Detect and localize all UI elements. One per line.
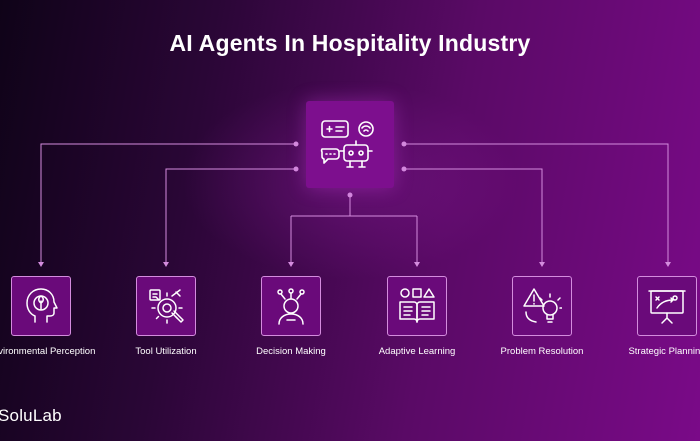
arrowhead xyxy=(38,262,44,267)
node-strategic-planning xyxy=(637,276,697,336)
connector-dot xyxy=(401,166,407,172)
arrowhead xyxy=(665,262,671,267)
diagram-title: AI Agents In Hospitality Industry xyxy=(169,30,531,56)
arrowhead xyxy=(288,262,294,267)
open-book-shapes-icon xyxy=(399,288,435,323)
node-tool-utilization xyxy=(136,276,196,336)
arrowhead xyxy=(163,262,169,267)
arrowhead xyxy=(539,262,545,267)
arrowhead xyxy=(414,262,420,267)
node-label-environmental-perception: Environmental Perception xyxy=(0,346,96,357)
connector-problem-resolution xyxy=(404,168,543,262)
gear-wrench-icon xyxy=(149,289,184,324)
strategy-board-icon xyxy=(648,290,686,324)
ai-robot-chat-icon xyxy=(320,120,374,168)
node-label-decision-making: Decision Making xyxy=(256,346,326,357)
connector-dot xyxy=(293,141,299,147)
hub-box xyxy=(306,101,394,188)
node-label-tool-utilization: Tool Utilization xyxy=(135,346,197,357)
node-decision-making xyxy=(261,276,321,336)
connector-dot xyxy=(347,192,353,198)
brand-logo-text: SoluLab xyxy=(0,406,62,425)
node-adaptive-learning xyxy=(387,276,447,336)
node-environmental-perception xyxy=(11,276,71,336)
node-label-problem-resolution: Problem Resolution xyxy=(500,346,584,357)
person-thinking-icon xyxy=(277,288,305,325)
node-problem-resolution xyxy=(512,276,572,336)
head-leaf-icon xyxy=(26,288,58,323)
warning-lightbulb-icon xyxy=(523,288,562,323)
connector-center-stem xyxy=(291,195,417,217)
connector-tool-utilization xyxy=(165,168,296,262)
node-label-adaptive-learning: Adaptive Learning xyxy=(378,346,456,357)
connector-dot xyxy=(401,141,407,147)
connector-strategic-planning xyxy=(404,143,669,262)
connector-dot xyxy=(293,166,299,172)
node-label-strategic-planning: Strategic Planning xyxy=(628,346,700,357)
connector-environmental-perception xyxy=(40,143,296,262)
